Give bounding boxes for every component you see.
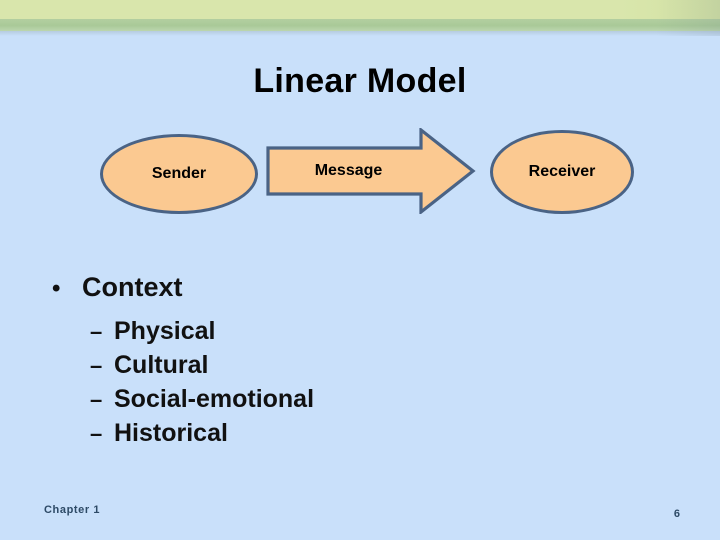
diagram-node-sender-label: Sender xyxy=(151,165,207,182)
list-item: • Context xyxy=(52,272,672,303)
linear-model-diagram: Sender Message Receiver xyxy=(0,120,720,220)
header-band-dark xyxy=(0,19,720,31)
bullet-label: Historical xyxy=(114,419,228,447)
diagram-node-receiver: Receiver xyxy=(490,130,634,214)
bullet-marker: – xyxy=(90,353,103,378)
bullet-marker: – xyxy=(90,421,103,446)
bullet-marker: • xyxy=(52,275,61,302)
footer-page-number: 6 xyxy=(673,508,680,520)
diagram-node-sender: Sender xyxy=(100,134,258,214)
bullet-label: Context xyxy=(82,272,183,302)
header-corner-shade xyxy=(656,0,720,36)
bullet-label: Cultural xyxy=(114,351,209,379)
diagram-arrow-message: Message xyxy=(266,128,476,214)
page-title: Linear Model xyxy=(253,62,467,100)
header-band-shadow xyxy=(0,31,720,36)
bullet-marker: – xyxy=(90,319,103,344)
bullet-marker: – xyxy=(90,387,103,412)
bullet-label: Social-emotional xyxy=(114,385,315,413)
bullet-list: • Context – Physical – Cultural – Social… xyxy=(52,272,672,453)
right-arrow-icon xyxy=(266,128,476,214)
list-item: – Historical xyxy=(90,419,672,448)
list-item: – Physical xyxy=(90,317,672,346)
bullet-label: Physical xyxy=(114,317,216,345)
list-item: – Social-emotional xyxy=(90,385,672,414)
diagram-node-receiver-label: Receiver xyxy=(528,163,596,180)
footer-chapter: Chapter 1 xyxy=(44,504,101,516)
header-band-light xyxy=(0,0,720,19)
list-item: – Cultural xyxy=(90,351,672,380)
